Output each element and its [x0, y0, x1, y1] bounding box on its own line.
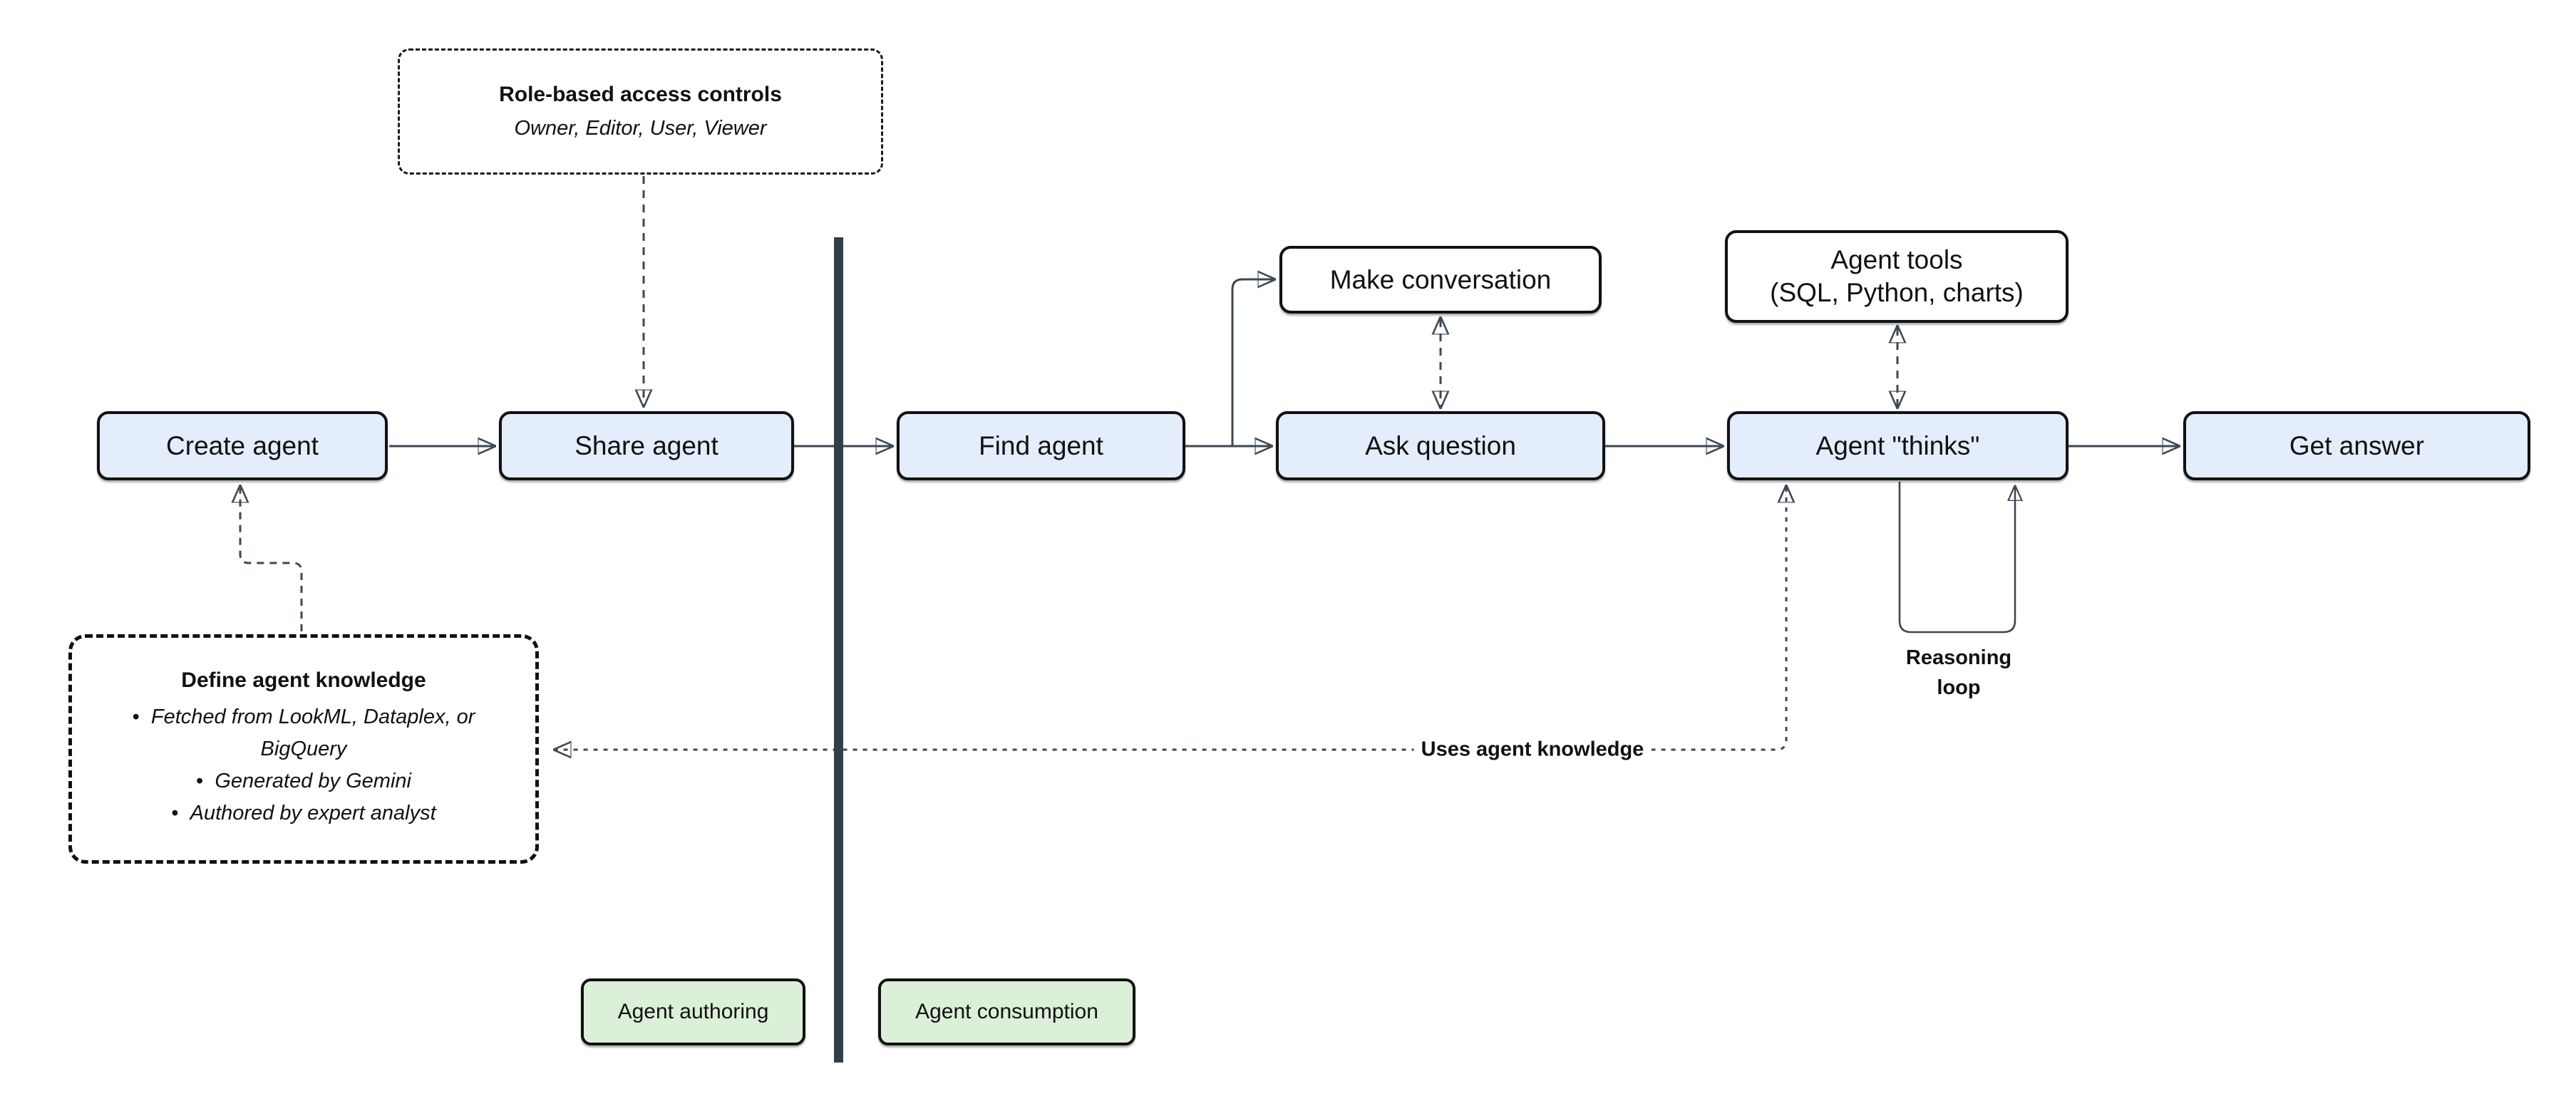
node-create-agent: Create agent [97, 411, 388, 480]
define-knowledge-bullet: Generated by Gemini [97, 765, 510, 797]
uses-agent-knowledge-label: Uses agent knowledge [1413, 736, 1652, 763]
node-agent-thinks: Agent "thinks" [1727, 411, 2068, 480]
note-define-agent-knowledge: Define agent knowledge Fetched from Look… [68, 634, 539, 864]
zone-divider [834, 237, 843, 1063]
node-agent-tools: Agent tools (SQL, Python, charts) [1725, 230, 2068, 323]
node-get-answer: Get answer [2183, 411, 2530, 480]
define-knowledge-bullet-list: Fetched from LookML, Dataplex, or BigQue… [97, 701, 510, 830]
edge-define-note-to-create [240, 487, 303, 631]
node-make-conversation: Make conversation [1279, 246, 1602, 314]
node-find-agent: Find agent [897, 411, 1185, 480]
node-ask-question: Ask question [1276, 411, 1605, 480]
reasoning-loop-label: Reasoning loop [1905, 646, 2012, 700]
edge-find-to-make-conversation [1185, 279, 1273, 448]
node-share-agent: Share agent [499, 411, 794, 480]
note-role-based-access: Role-based access controls Owner, Editor… [398, 48, 883, 175]
define-knowledge-bullet: Authored by expert analyst [97, 797, 510, 830]
zone-label-agent-authoring: Agent authoring [581, 978, 805, 1045]
agent-tools-line-2: (SQL, Python, charts) [1770, 278, 2024, 307]
agent-tools-line-1: Agent tools [1830, 244, 1963, 274]
define-knowledge-bullet: Fetched from LookML, Dataplex, or BigQue… [97, 701, 510, 765]
edge-reasoning-loop [1898, 482, 2015, 634]
edge-uses-agent-knowledge [556, 487, 1786, 750]
zone-label-agent-consumption: Agent consumption [878, 978, 1135, 1045]
role-based-title: Role-based access controls [499, 83, 782, 106]
define-knowledge-title: Define agent knowledge [181, 668, 426, 693]
role-based-subtitle: Owner, Editor, User, Viewer [514, 117, 767, 140]
